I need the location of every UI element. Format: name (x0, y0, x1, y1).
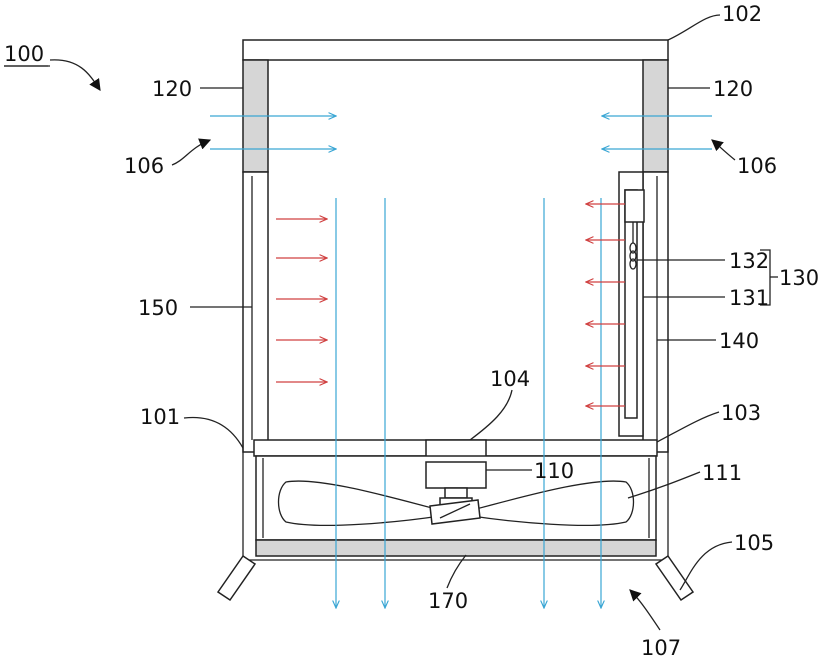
leg-left (216, 554, 257, 602)
label-inlet-right: 106 (737, 154, 777, 178)
label-partition: 103 (721, 401, 761, 425)
label-emitter-assembly: 130 (779, 266, 819, 290)
leader-lines (4, 14, 778, 631)
emitter-inner-slot (624, 189, 638, 419)
label-top-plate: 102 (722, 2, 762, 26)
label-emitter-housing: 131 (729, 286, 769, 310)
top-plate (242, 39, 669, 61)
label-device: 100 (4, 42, 44, 66)
fan-blade-left (277, 480, 441, 527)
label-emitter-coil: 132 (729, 249, 769, 273)
label-inlet-left: 106 (124, 154, 164, 178)
inlet-arrows-right (602, 116, 712, 149)
fan-hub-line (439, 503, 471, 519)
motor-shaft (444, 487, 468, 499)
label-outlet: 107 (641, 636, 681, 660)
heat-arrows-left (276, 219, 327, 382)
emitter-cap (624, 189, 645, 223)
label-opening: 104 (490, 367, 530, 391)
fan-hub (429, 499, 481, 525)
heat-arrows-right (586, 204, 625, 406)
label-filter-right: 120 (713, 77, 753, 101)
label-side-panel-right: 140 (719, 329, 759, 353)
inlet-arrows-left (210, 116, 336, 149)
downflow-arrows (336, 198, 601, 608)
label-filter-left: 120 (152, 77, 192, 101)
side-panel-left (242, 171, 269, 453)
label-bottom-filter: 170 (428, 589, 468, 613)
label-side-panel-left: 150 (138, 296, 178, 320)
label-legs: 105 (734, 531, 774, 555)
label-motor: 110 (534, 459, 574, 483)
bottom-filter (255, 539, 657, 557)
label-fan: 111 (702, 461, 742, 485)
fan-blade-right (471, 480, 635, 527)
label-frame: 101 (140, 405, 180, 429)
emitter-coil (629, 222, 637, 270)
leg-right (654, 554, 695, 602)
side-panel-right (642, 171, 669, 453)
motor (425, 461, 487, 489)
